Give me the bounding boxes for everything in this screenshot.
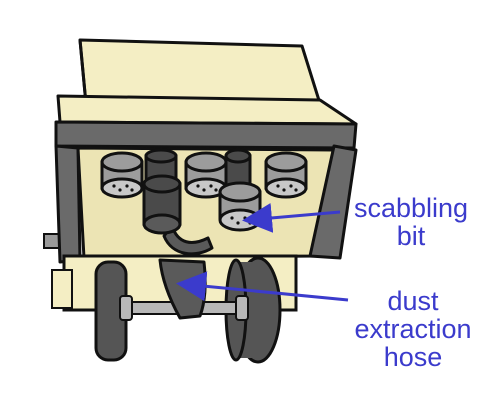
arrow-dust-hose <box>176 271 349 302</box>
right-door <box>308 144 358 260</box>
bit-front-dark <box>142 174 182 235</box>
label-dust-line2: extraction <box>354 314 472 344</box>
shroud-rim <box>54 120 358 150</box>
label-scabbling-line1: scabbling <box>353 193 469 223</box>
bit-front-target <box>218 181 262 232</box>
hose-elbow <box>162 224 214 256</box>
label-scabbling-bit: scabbling bit <box>336 194 486 250</box>
frame-left <box>54 144 82 264</box>
arrow-scabbling-bit <box>242 202 341 233</box>
bit-back-1 <box>100 151 144 199</box>
bit-back-dark-2 <box>224 148 252 188</box>
label-dust-line1: dust <box>387 286 439 316</box>
lid-plate <box>56 94 358 126</box>
label-scabbling-line2: bit <box>396 221 426 251</box>
base-step <box>51 269 73 309</box>
bit-back-3 <box>264 151 308 199</box>
label-dust-extraction-hose: dust extraction hose <box>338 287 488 371</box>
label-dust-line3: hose <box>383 342 443 372</box>
